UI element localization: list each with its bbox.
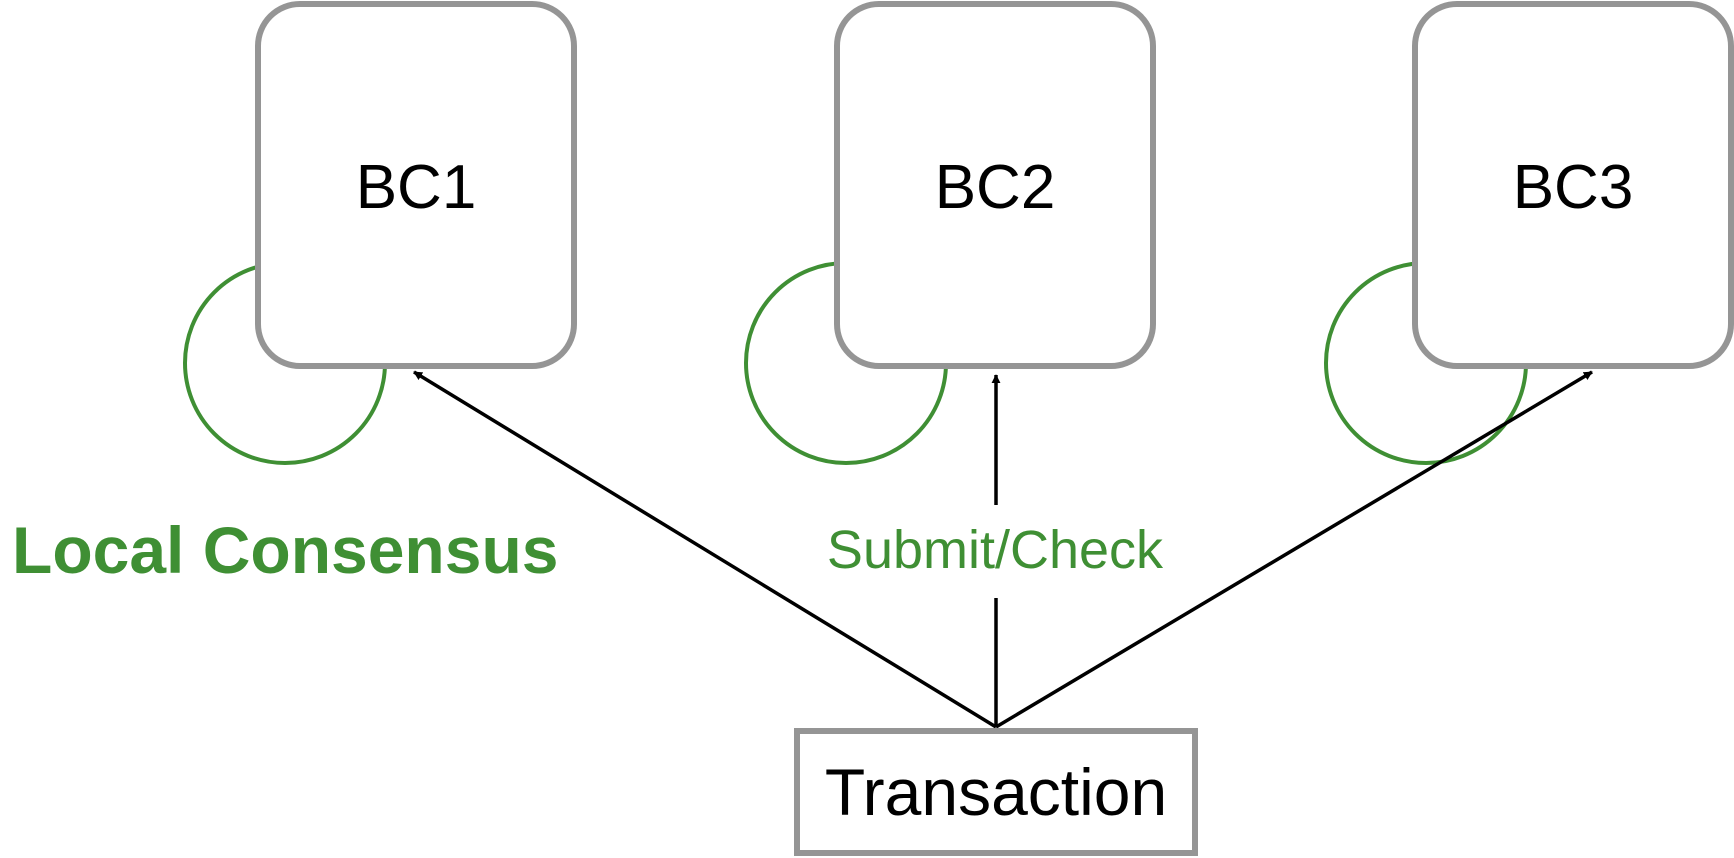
bc2-box xyxy=(834,1,1156,369)
node-bc1: BC1 xyxy=(255,1,577,369)
arrow-to-bc3 xyxy=(995,370,1593,729)
transaction-box xyxy=(794,728,1198,856)
node-bc2: BC2 xyxy=(834,1,1156,369)
bc3-box xyxy=(1412,1,1734,369)
bc2-label: BC2 xyxy=(935,153,1056,222)
arrow-to-bc1 xyxy=(413,370,997,729)
submit-check-label: Submit/Check xyxy=(827,520,1164,580)
bc3-label: BC3 xyxy=(1513,153,1634,222)
transaction-label: Transaction xyxy=(825,755,1167,829)
transaction-node: Transaction xyxy=(794,728,1198,856)
bc1-label: BC1 xyxy=(356,153,477,222)
bc1-box xyxy=(255,1,577,369)
node-bc3: BC3 xyxy=(1412,1,1734,369)
local-consensus-label: Local Consensus xyxy=(12,513,558,587)
